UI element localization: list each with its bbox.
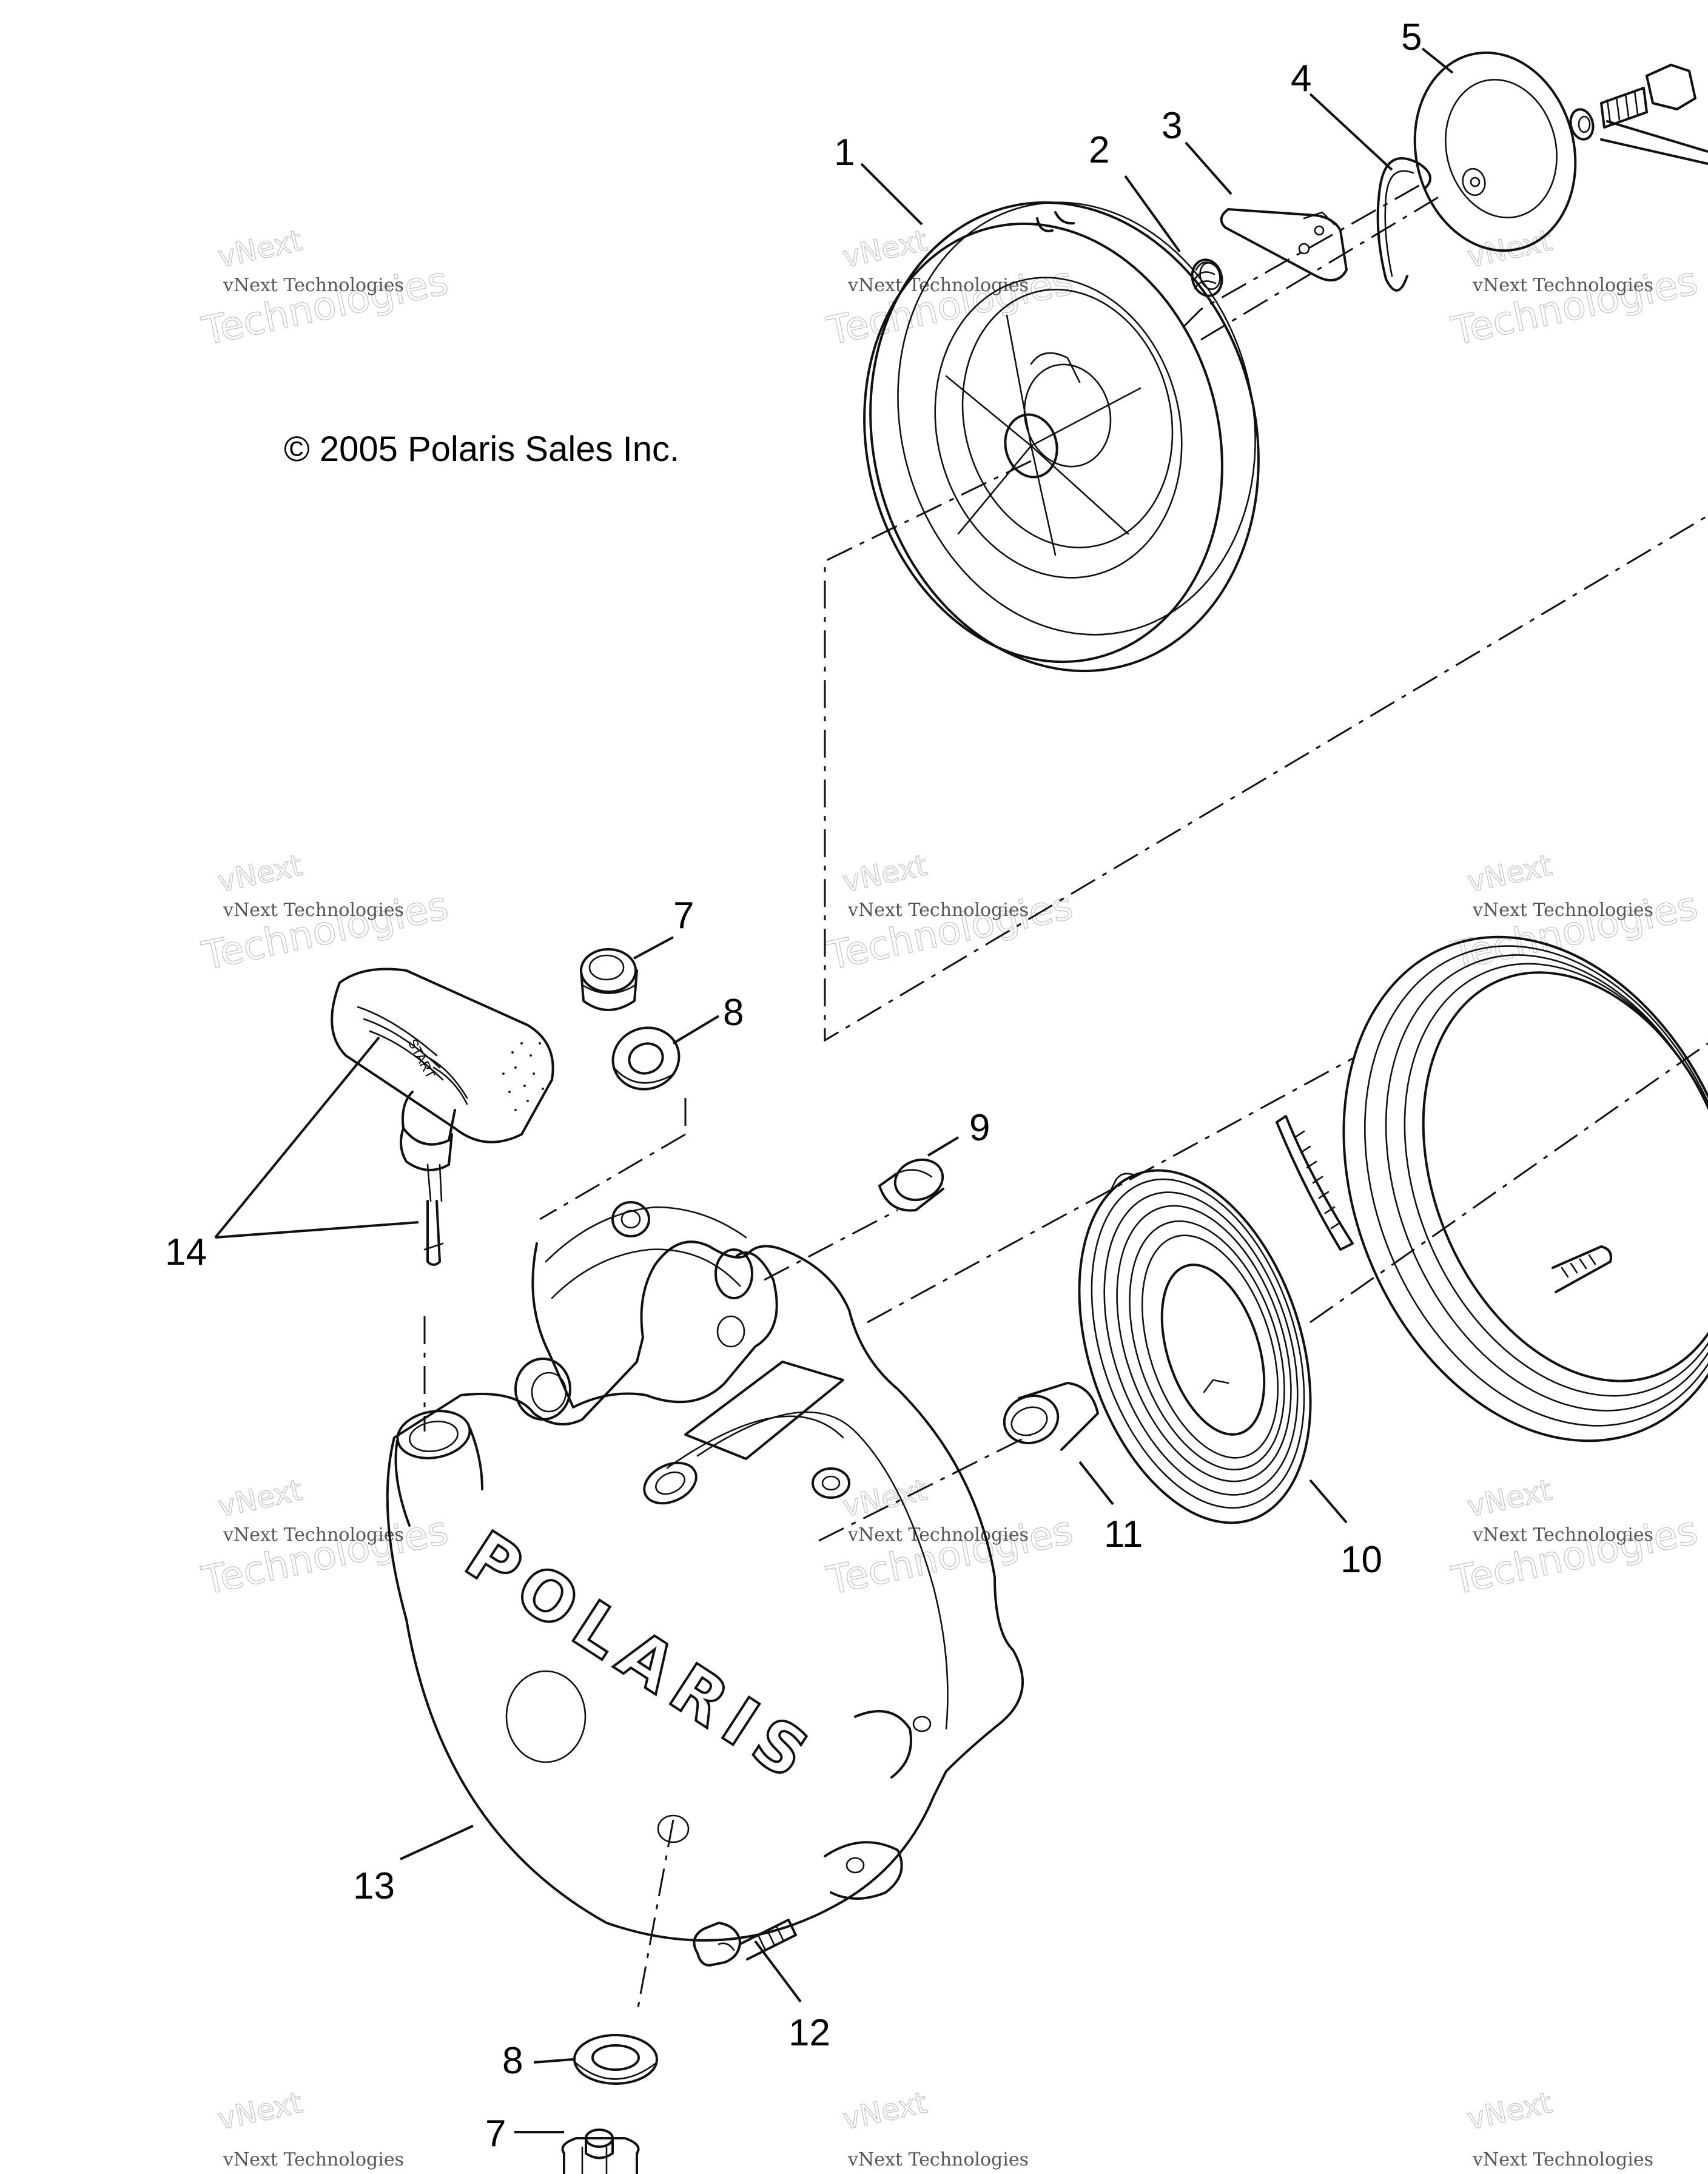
plug-part-7-upper [580,948,638,1011]
circlip-part-4 [1376,157,1431,292]
plate-part-5 [1413,51,1577,252]
bushing-part-11 [1003,1382,1099,1451]
svg-text:vNext: vNext [840,2085,930,2136]
svg-text:Technologies: Technologies [1448,1508,1702,1604]
rope-reel [1342,935,1708,1442]
svg-text:vNext Technologies: vNext Technologies [847,275,1029,296]
callout-11: 11 [1104,1513,1143,1555]
callout-9: 9 [969,1107,990,1149]
washer-part-8-lower [573,2034,658,2085]
svg-text:vNext: vNext [1465,2085,1555,2136]
callout-4: 4 [1291,58,1311,99]
callout-14: 14 [165,1231,207,1273]
callout-2: 2 [1089,129,1109,171]
svg-text:Technologies: Technologies [823,883,1077,979]
svg-text:vNext Technologies: vNext Technologies [1472,275,1653,296]
polaris-logo-text: POLARIS [452,1516,830,1799]
callout-8-upper: 8 [723,992,744,1034]
watermark-layer: vNext Technologies vNext Technologies vN… [198,223,1702,2170]
svg-text:vNext: vNext [840,1473,930,1524]
svg-text:Technologies: Technologies [198,883,452,979]
pawl-part-3 [1220,208,1348,281]
callout-13: 13 [353,1865,395,1907]
plug-part-7-lower [561,2129,640,2174]
washer-part-8-upper [611,1026,681,1091]
svg-text:vNext: vNext [215,848,306,899]
bolt-part-12 [693,1919,797,1967]
svg-text:vNext Technologies: vNext Technologies [223,2149,404,2170]
callout-8-lower: 8 [502,2040,523,2082]
svg-text:vNext: vNext [215,2085,306,2136]
svg-text:vNext: vNext [1465,223,1555,274]
copyright-notice: © 2005 Polaris Sales Inc. [284,429,679,469]
svg-text:vNext: vNext [215,1473,306,1524]
watermark-text: vNext Technologies [223,275,404,296]
svg-text:Technologies: Technologies [198,1508,452,1604]
svg-text:vNext: vNext [1465,1473,1555,1524]
svg-text:vNext Technologies: vNext Technologies [1472,900,1653,921]
svg-text:Technologies: Technologies [198,258,452,354]
svg-text:vNext: vNext [840,848,930,899]
callout-1: 1 [834,132,855,173]
rope-coil [1276,1115,1612,1293]
callout-7-lower: 7 [485,2113,506,2155]
svg-text:vNext Technologies: vNext Technologies [847,1524,1029,1546]
svg-text:vNext Technologies: vNext Technologies [223,1524,404,1546]
pulley-part-1 [863,201,1260,673]
svg-text:vNext Technologies: vNext Technologies [1472,2149,1653,2170]
starter-handle-part-14: START [331,968,554,1266]
leader-lines [214,47,1454,2133]
bolt-and-washer-part-6 [1569,64,1708,165]
svg-text:Technologies: Technologies [823,258,1077,354]
svg-text:Technologies: Technologies [823,1508,1077,1604]
callout-labels: 1 2 3 4 5 7 8 9 10 11 12 13 14 8 7 [165,16,1422,2155]
svg-text:vNext Technologies: vNext Technologies [1472,1524,1653,1546]
handle-start-label: START [405,1037,439,1082]
bushing-part-9 [878,1158,944,1212]
callout-3: 3 [1162,105,1182,147]
polaris-logo: POLARIS [451,1515,832,1800]
callout-7-upper: 7 [673,895,694,937]
svg-text:Technologies: Technologies [1448,883,1702,979]
svg-text:vNext: vNext [215,223,306,274]
svg-text:vNext Technologies: vNext Technologies [847,900,1029,921]
callout-5: 5 [1401,16,1422,58]
small-spring-part-2 [1191,258,1223,297]
svg-text:vNext Technologies: vNext Technologies [223,900,404,921]
svg-text:vNext: vNext [1465,848,1555,899]
svg-text:vNext Technologies: vNext Technologies [847,2149,1029,2170]
recoil-spring-part-10 [1078,1169,1312,1524]
callout-12: 12 [788,2012,830,2054]
svg-text:Technologies: Technologies [1448,258,1702,354]
callout-10: 10 [1340,1539,1382,1581]
